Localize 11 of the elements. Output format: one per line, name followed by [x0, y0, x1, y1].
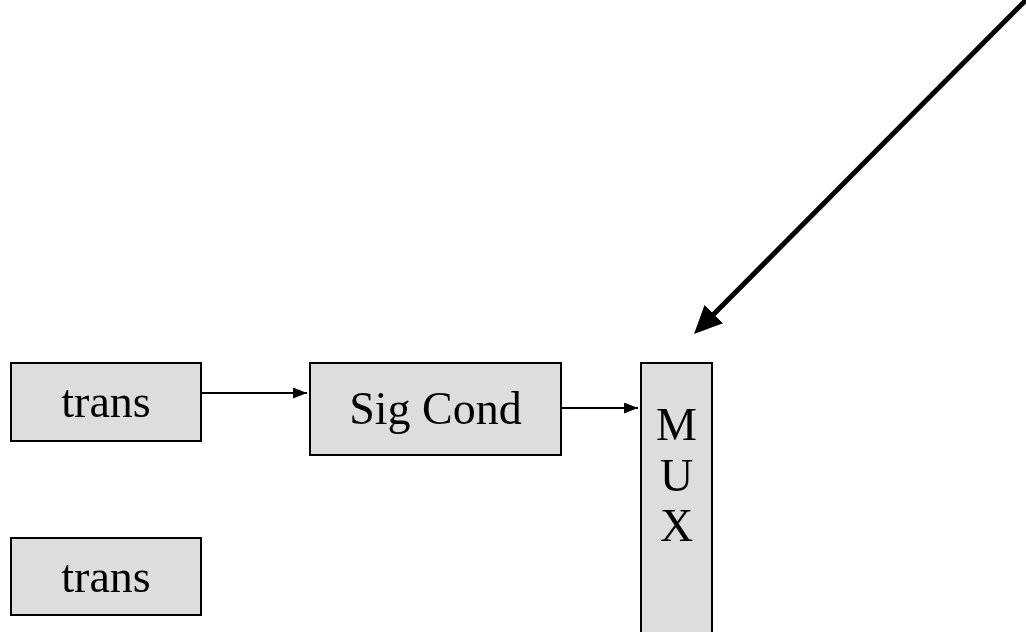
box-label: Sig Cond [349, 386, 522, 432]
process-box [10, 537, 202, 616]
box-label: trans [61, 379, 151, 425]
arrow [561, 402, 639, 414]
box-label: MUX [655, 400, 698, 552]
mux-box [640, 362, 713, 632]
arrow [201, 387, 308, 399]
arrow [694, 0, 1026, 334]
process-box [309, 362, 562, 456]
box-label: trans [61, 553, 151, 600]
process-box [10, 362, 202, 442]
